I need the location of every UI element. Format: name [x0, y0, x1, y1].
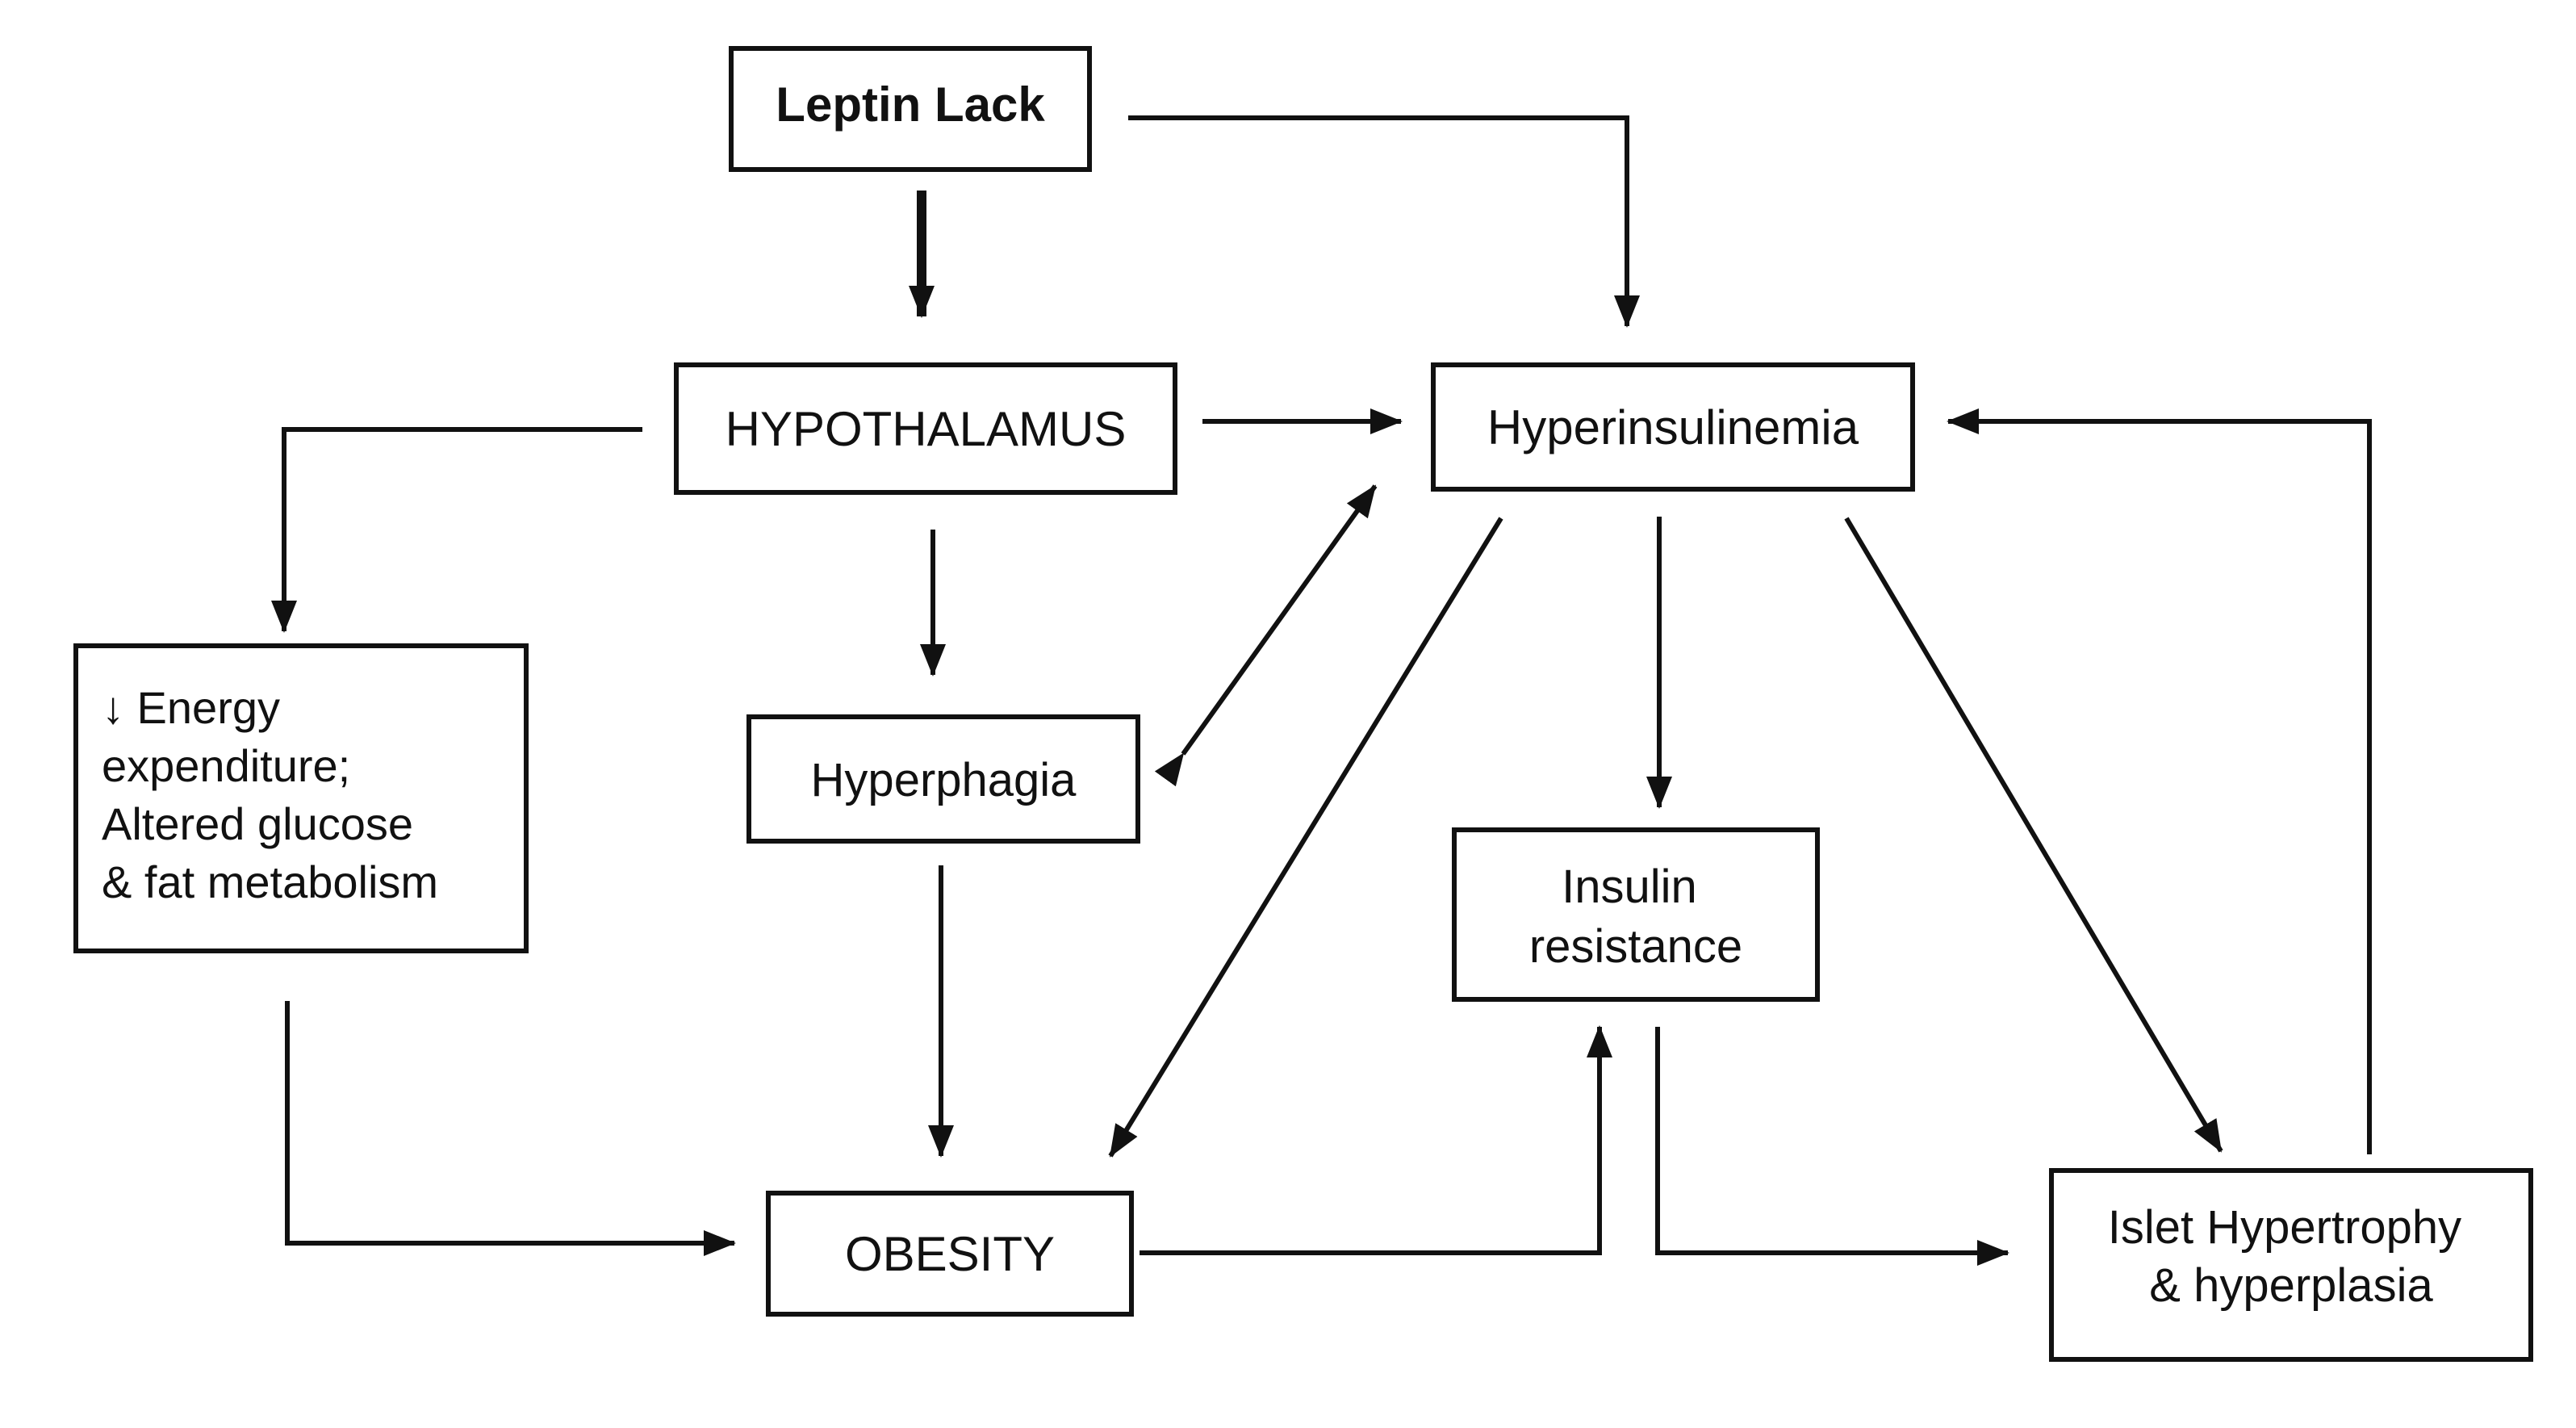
- hypothalamus-label: HYPOTHALAMUS: [726, 402, 1127, 456]
- arrow-energy-to-obesity: [285, 1001, 736, 1256]
- arrow-hyperinsulinemia-to-obesity: [1108, 517, 1503, 1158]
- insulin-resistance-label: Insulin resistance: [1529, 861, 1742, 973]
- hypothalamus-box: [674, 362, 1177, 495]
- arrow-obesity-to-insulin-resistance: [1140, 1025, 1612, 1255]
- arrow-leptin-to-hyperinsulinemia: [1128, 115, 1640, 328]
- hyperphagia-label: Hyperphagia: [811, 754, 1077, 806]
- arrow-islet-to-hyperinsulinemia: [1947, 408, 2372, 1154]
- insulin-resistance-box: [1452, 827, 1820, 1002]
- islet-box: [2049, 1168, 2533, 1362]
- hyperinsulinemia-label: Hyperinsulinemia: [1487, 400, 1859, 454]
- obesity-label: OBESITY: [845, 1227, 1055, 1281]
- leptin-lack-label: Leptin Lack: [776, 77, 1045, 132]
- leptin-lack-box: [729, 46, 1092, 172]
- energy-box: [73, 643, 529, 953]
- arrow-insulin-resistance-to-islet: [1655, 1027, 2009, 1266]
- arrow-hypothalamus-to-energy: [271, 427, 642, 633]
- obesity-box: [766, 1191, 1134, 1317]
- islet-label: Islet Hypertrophy & hyperplasia: [2108, 1201, 2475, 1312]
- energy-label: ↓ Energy expenditure; Altered glucose & …: [102, 682, 438, 907]
- hyperinsulinemia-box: [1431, 362, 1915, 492]
- arrow-hyperinsulinemia-to-islet: [1844, 517, 2223, 1153]
- arrow-hyperphagia-hyperinsulinemia: [1154, 484, 1378, 787]
- hyperphagia-box: [746, 714, 1140, 844]
